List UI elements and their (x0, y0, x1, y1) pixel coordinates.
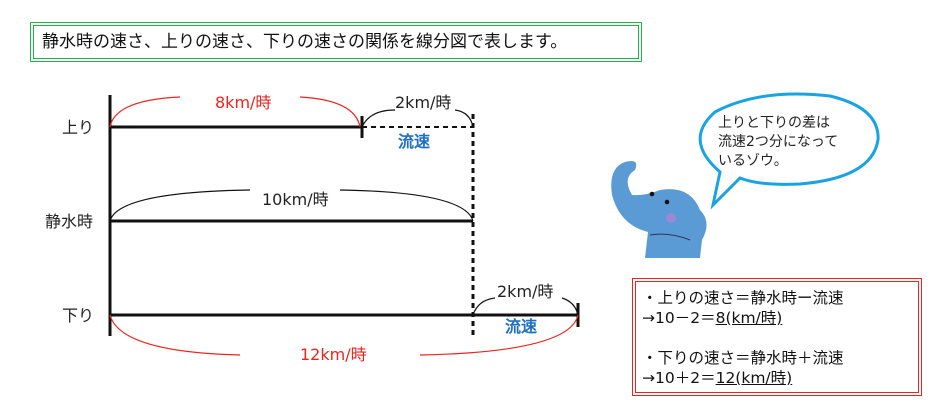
row-label-down: 下り (62, 306, 94, 325)
current-top-brace (361, 109, 474, 128)
down-calc-expr: →10＋2＝ (642, 369, 716, 387)
up-calc: →10－2＝8(km/時) (642, 308, 918, 328)
up-calc-expr: →10－2＝ (642, 309, 716, 327)
down-result: 12(km/時) (715, 369, 793, 387)
current-bottom-label: 2km/時 (497, 282, 553, 301)
up-rule: ・上りの速さ＝静水時ー流速 (642, 289, 844, 307)
up-speed-label: 8km/時 (215, 93, 271, 112)
current-top-name: 流速 (398, 132, 430, 151)
current-bottom-name: 流速 (505, 317, 537, 336)
elephant-icon (611, 161, 707, 258)
up-result: 8(km/時) (715, 309, 783, 327)
bubble-line: 流速2つ分になって (718, 134, 839, 150)
current-top-label: 2km/時 (395, 93, 451, 112)
down-speed-label: 12km/時 (300, 345, 367, 364)
down-brace (109, 314, 579, 356)
formula-box: ・上りの速さ＝静水時ー流速 →10－2＝8(km/時) ・下りの速さ＝静水時＋流… (632, 278, 922, 396)
page-title: 静水時の速さ、上りの速さ、下りの速さの関係を線分図で表します。 (30, 22, 642, 62)
speech-bubble (698, 92, 880, 210)
row-label-still: 静水時 (45, 212, 93, 231)
down-rule: ・下りの速さ＝静水時＋流速 (642, 349, 844, 367)
spacer (642, 328, 918, 348)
bubble-line: 上りと下りの差は (718, 115, 830, 131)
bubble-line: いるゾウ。 (718, 153, 788, 169)
still-brace (109, 189, 474, 222)
speech-bubble-text: 上りと下りの差は 流速2つ分になって いるゾウ。 (718, 114, 838, 171)
down-calc: →10＋2＝12(km/時) (642, 368, 918, 388)
current-bottom-brace (472, 297, 579, 316)
row-label-up: 上り (62, 118, 94, 137)
up-brace (109, 96, 361, 128)
still-speed-label: 10km/時 (262, 190, 329, 209)
